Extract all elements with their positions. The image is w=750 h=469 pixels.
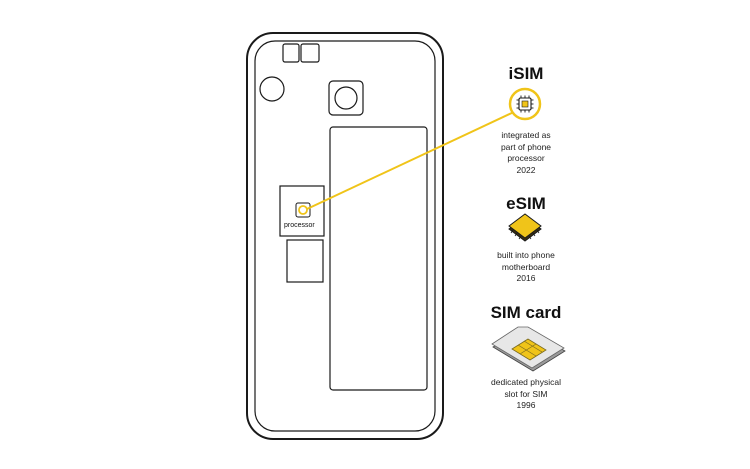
simcard-desc-line-2: slot for SIM bbox=[504, 388, 548, 399]
simcard-desc-line-1: dedicated physical bbox=[491, 377, 561, 387]
sim-card-icon bbox=[491, 326, 566, 372]
isim-year: 2022 bbox=[516, 164, 536, 175]
processor-chip bbox=[295, 202, 311, 218]
isim-desc-line-3: processor bbox=[507, 153, 545, 163]
connector-line bbox=[306, 110, 517, 210]
esim-desc-line-1: built into phone bbox=[497, 250, 555, 260]
isim-desc-line-2: part of phone bbox=[500, 141, 552, 152]
battery-block bbox=[329, 126, 428, 391]
processor-highlight bbox=[298, 205, 308, 215]
esim-title: eSIM bbox=[506, 194, 546, 213]
esim-desc-line-2: motherboard bbox=[501, 261, 551, 272]
esim-year: 2016 bbox=[516, 273, 536, 283]
isim-desc-line-1: integrated as bbox=[501, 130, 551, 140]
flash-circle bbox=[259, 76, 285, 102]
camera-lens bbox=[334, 86, 358, 110]
simcard-title: SIM card bbox=[490, 303, 562, 322]
esim-description: built into phone motherboard 2016 bbox=[466, 250, 586, 285]
processor-label: processor bbox=[284, 222, 315, 229]
isim-description: integrated as part of phone processor 20… bbox=[470, 130, 582, 176]
simcard-description: dedicated physical slot for SIM 1996 bbox=[462, 377, 590, 412]
simcard-year: 1996 bbox=[516, 400, 536, 410]
camera-square-right bbox=[300, 43, 320, 63]
processor-board bbox=[279, 185, 325, 237]
chip-icon bbox=[508, 87, 542, 121]
esim-chip-icon bbox=[508, 213, 542, 242]
isim-title: iSIM bbox=[508, 64, 544, 83]
secondary-board bbox=[286, 239, 324, 283]
camera-square-left bbox=[282, 43, 300, 63]
